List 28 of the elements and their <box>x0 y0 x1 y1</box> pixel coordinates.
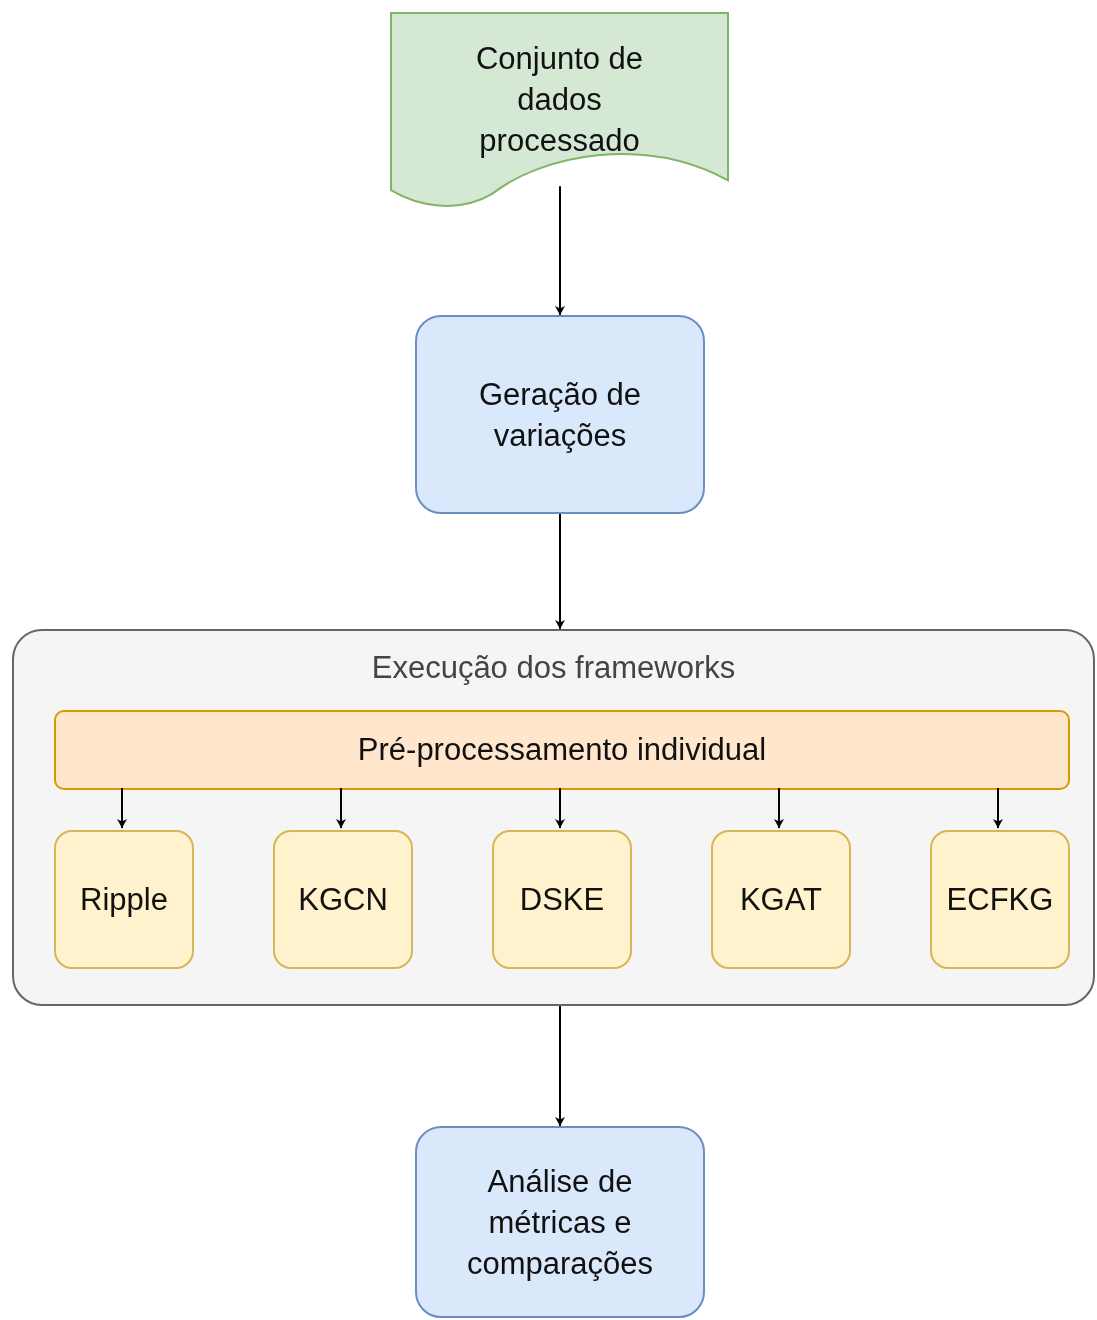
process-box <box>711 830 851 969</box>
node-label: DSKE <box>519 880 605 919</box>
arrow <box>555 787 565 829</box>
node-label: KGCN <box>298 880 388 919</box>
process-box <box>273 830 413 969</box>
arrow <box>555 513 565 630</box>
process-box <box>54 830 194 969</box>
group-container <box>12 629 1095 1006</box>
node-label: ECFKG <box>946 880 1054 919</box>
node-label: KGAT <box>739 880 823 919</box>
node-label: Pré-processamento individual <box>357 731 767 769</box>
node-label: Análise de métricas e comparações <box>465 1162 655 1283</box>
arrow <box>117 787 127 829</box>
document-shape <box>390 12 729 210</box>
arrow <box>555 185 565 316</box>
node-label: Geração de variações <box>478 375 642 455</box>
process-box <box>930 830 1070 969</box>
node-label: Execução dos frameworks <box>371 649 736 687</box>
process-bar <box>54 710 1070 790</box>
arrow <box>555 1005 565 1127</box>
arrow <box>336 787 346 829</box>
arrow <box>774 787 784 829</box>
process-box <box>415 1126 705 1318</box>
process-box <box>415 315 705 514</box>
node-label: Conjunto de dados processado <box>474 40 645 160</box>
process-box <box>492 830 632 969</box>
node-label: Ripple <box>80 880 168 919</box>
arrow <box>993 787 1003 829</box>
